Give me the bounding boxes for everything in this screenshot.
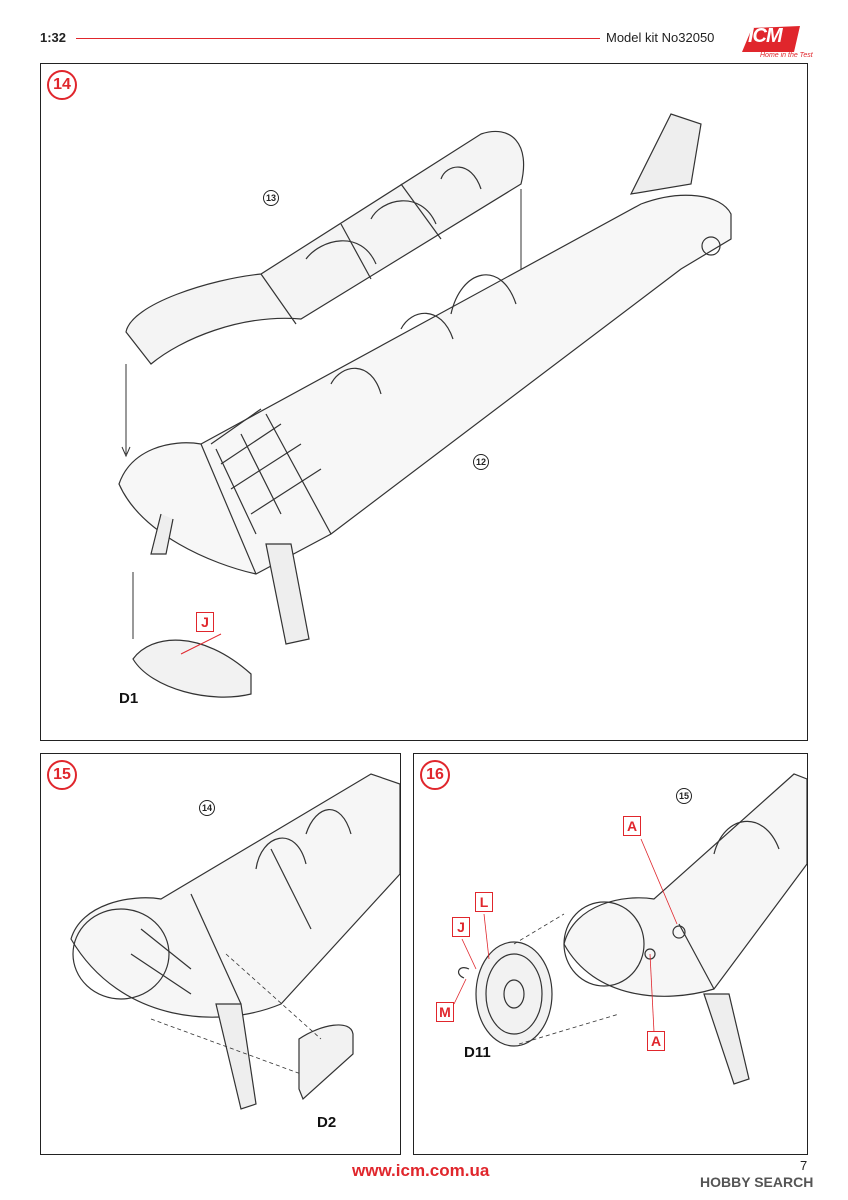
tag-l: L xyxy=(475,892,493,912)
step-16-panel: 16 15 A L J M A D11 xyxy=(413,753,808,1155)
step-16-badge: 16 xyxy=(420,760,450,790)
step-14-badge: 14 xyxy=(47,70,77,100)
part-d2-label: D2 xyxy=(317,1114,337,1131)
step-14-panel: 14 13 12 J D1 xyxy=(40,63,808,741)
ref-14-badge: 14 xyxy=(199,800,215,816)
ref-15-badge: 15 xyxy=(676,788,692,804)
icm-logo-icon xyxy=(742,26,800,52)
watermark: HOBBY SEARCH xyxy=(700,1174,814,1190)
tag-a-bottom: A xyxy=(647,1031,665,1051)
step-15-panel: 15 14 D2 xyxy=(40,753,401,1155)
engine-plate-drawing xyxy=(453,773,807,1085)
footer-url[interactable]: www.icm.com.ua xyxy=(352,1161,490,1180)
tag-j: J xyxy=(196,612,214,632)
header-rule xyxy=(76,38,600,39)
part-d11-label: D11 xyxy=(464,1044,491,1061)
ref-12-badge: 12 xyxy=(473,454,489,470)
step-15-badge: 15 xyxy=(47,760,77,790)
tag-a-top: A xyxy=(623,816,641,836)
engine-cowl-drawing xyxy=(70,773,400,1110)
tag-j: J xyxy=(452,917,470,937)
scale-label: 1:32 xyxy=(40,30,67,45)
logo-brand: ICM xyxy=(748,25,783,47)
part-d1-label: D1 xyxy=(119,690,139,707)
page-number: 7 xyxy=(800,1158,808,1173)
tag-m: M xyxy=(436,1002,454,1022)
fuselage-assembly-drawing xyxy=(118,113,732,698)
kit-number: Model kit No32050 xyxy=(606,30,715,45)
ref-13-badge: 13 xyxy=(263,190,279,206)
logo-tagline: Ноте in the Test xyxy=(760,52,813,59)
